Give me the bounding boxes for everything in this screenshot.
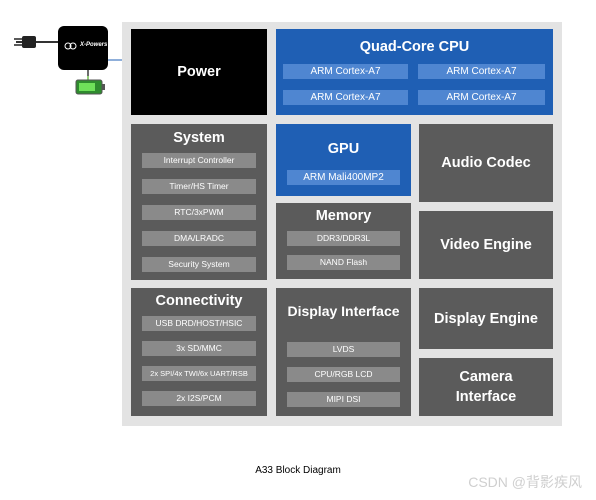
pmic-illustration xyxy=(14,26,122,95)
display-engine-label: Display Engine xyxy=(434,310,538,327)
block-diagram-panel: Power Quad-Core CPU ARM Cortex-A7 ARM Co… xyxy=(122,22,562,426)
camera-interface-block: Camera Interface xyxy=(419,358,553,416)
diagram-caption: A33 Block Diagram xyxy=(255,465,341,476)
system-block: System Interrupt Controller Timer/HS Tim… xyxy=(131,124,267,280)
cpu-core-4: ARM Cortex-A7 xyxy=(418,90,545,105)
display-interface-item-lvds: LVDS xyxy=(287,342,400,357)
video-engine-label: Video Engine xyxy=(440,237,532,253)
display-interface-item-dsi: MIPI DSI xyxy=(287,392,400,407)
connectivity-item-i2s: 2x I2S/PCM xyxy=(142,391,256,406)
pmic-brand: X-Powers xyxy=(80,42,108,48)
power-plug-icon xyxy=(22,36,36,48)
cpu-core-2: ARM Cortex-A7 xyxy=(418,64,545,79)
memory-item-ddr: DDR3/DDR3L xyxy=(287,231,400,246)
cpu-block: Quad-Core CPU ARM Cortex-A7 ARM Cortex-A… xyxy=(276,29,553,115)
memory-title: Memory xyxy=(315,208,372,224)
audio-codec-block: Audio Codec xyxy=(419,124,553,202)
cpu-core-3: ARM Cortex-A7 xyxy=(283,90,408,105)
display-interface-block: Display Interface LVDS CPU/RGB LCD MIPI … xyxy=(276,288,411,416)
connectivity-item-usb: USB DRD/HOST/HSIC xyxy=(142,316,256,331)
cpu-core-1: ARM Cortex-A7 xyxy=(283,64,408,79)
system-item-dma: DMA/LRADC xyxy=(142,231,256,246)
memory-item-nand: NAND Flash xyxy=(287,255,400,270)
connectivity-item-spi: 2x SPI/4x TWI/6x UART/RSB xyxy=(142,366,256,381)
audio-codec-label: Audio Codec xyxy=(441,155,531,171)
video-engine-block: Video Engine xyxy=(419,211,553,279)
camera-interface-label: Camera Interface xyxy=(455,369,517,405)
display-engine-block: Display Engine xyxy=(419,288,553,349)
display-interface-title: Display Interface xyxy=(287,303,400,319)
pmic-chip-icon xyxy=(58,26,108,70)
cpu-title: Quad-Core CPU xyxy=(359,39,470,55)
power-label: Power xyxy=(177,64,221,80)
connectivity-item-sd: 3x SD/MMC xyxy=(142,341,256,356)
connectivity-title: Connectivity xyxy=(155,293,243,309)
system-title: System xyxy=(173,130,225,146)
display-interface-item-lcd: CPU/RGB LCD xyxy=(287,367,400,382)
gpu-block: GPU ARM Mali400MP2 xyxy=(276,124,411,196)
watermark: CSDN @背影疾风 xyxy=(468,474,582,490)
system-item-rtc: RTC/3xPWM xyxy=(142,205,256,220)
power-block: Power xyxy=(131,29,267,115)
connectivity-block: Connectivity USB DRD/HOST/HSIC 3x SD/MMC… xyxy=(131,288,267,416)
gpu-title: GPU xyxy=(327,141,360,157)
memory-block: Memory DDR3/DDR3L NAND Flash xyxy=(276,203,411,279)
system-item-interrupt: Interrupt Controller xyxy=(142,153,256,168)
system-item-security: Security System xyxy=(142,257,256,272)
system-item-timer: Timer/HS Timer xyxy=(142,179,256,194)
gpu-item-mali: ARM Mali400MP2 xyxy=(287,170,400,185)
